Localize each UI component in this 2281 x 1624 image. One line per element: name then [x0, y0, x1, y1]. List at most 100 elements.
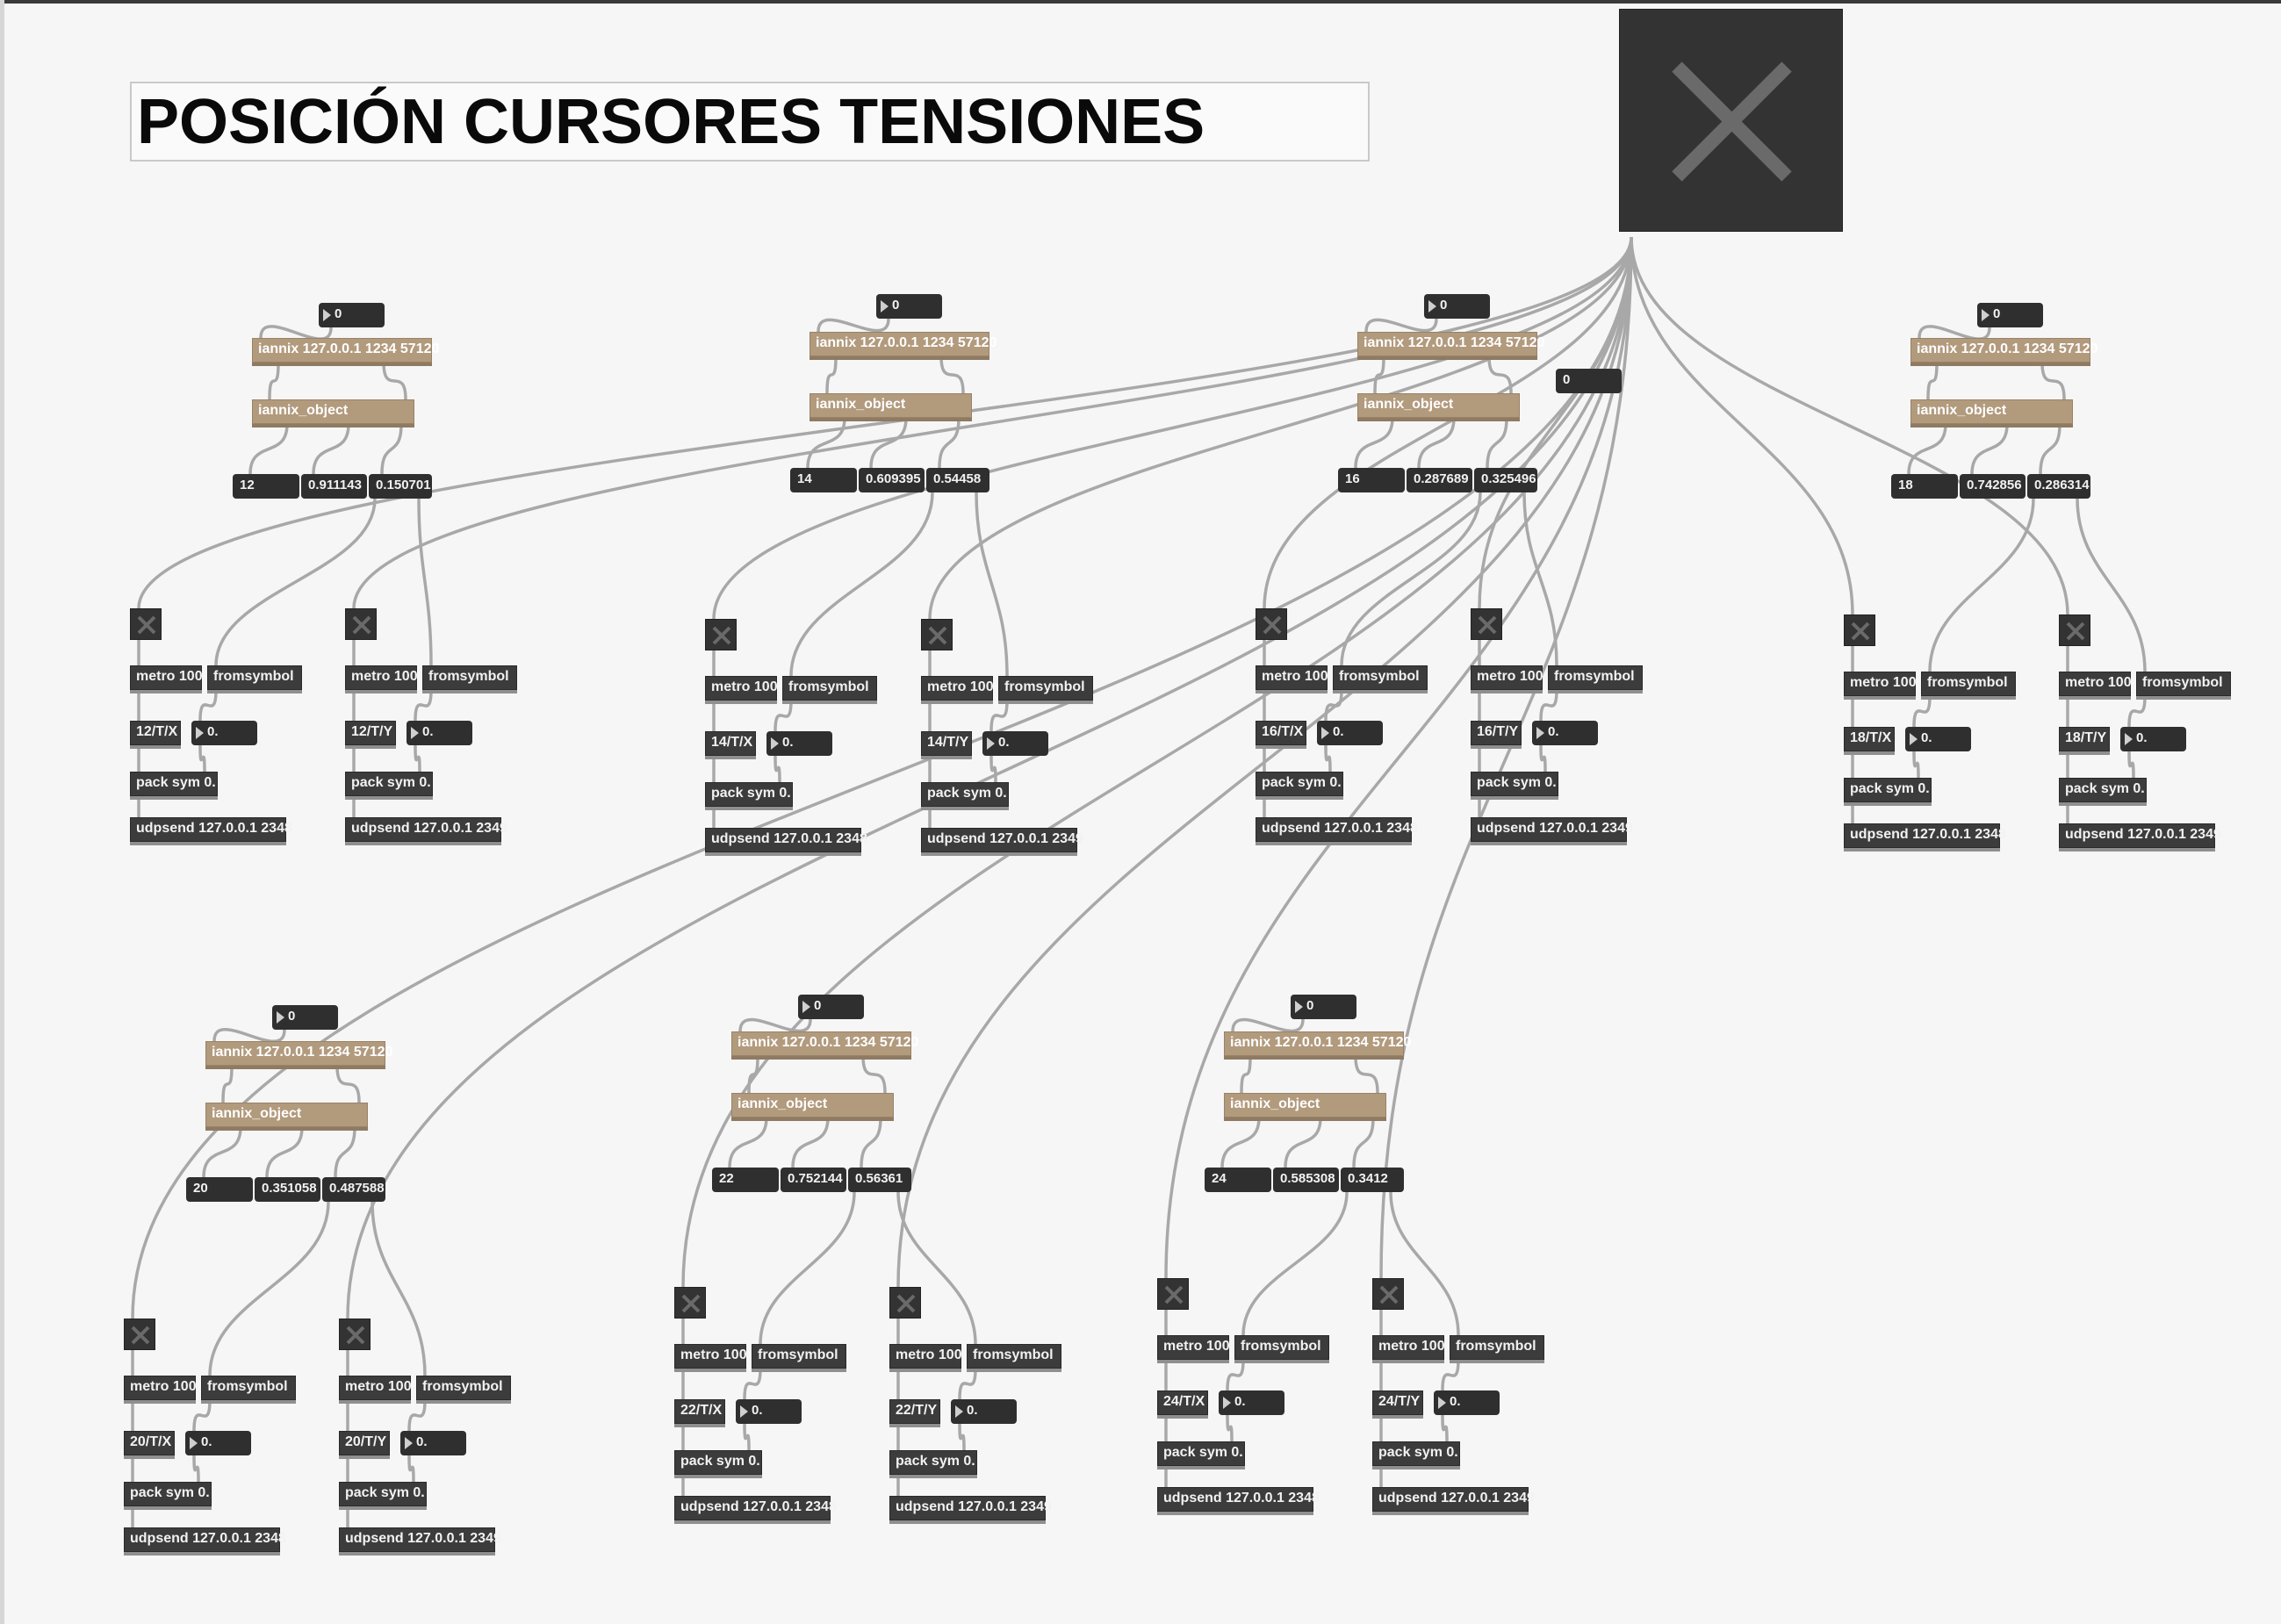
- metro-object[interactable]: metro 100: [1256, 665, 1328, 690]
- route-object-x[interactable]: 22/T/X: [674, 1399, 725, 1424]
- cursor-x-value[interactable]: 0.585308: [1273, 1168, 1339, 1192]
- udpsend-object-y[interactable]: udpsend 127.0.0.1 2349: [2059, 823, 2221, 848]
- iannix-object[interactable]: iannix_object: [205, 1103, 368, 1127]
- iannix-input-number[interactable]: 0: [798, 995, 864, 1019]
- udpsend-object-x[interactable]: udpsend 127.0.0.1 2348: [1256, 817, 1418, 842]
- metro-toggle-x[interactable]: [1256, 608, 1287, 640]
- route-object-y[interactable]: 24/T/Y: [1372, 1390, 1423, 1415]
- metro-toggle-x[interactable]: [674, 1287, 706, 1319]
- cursor-y-value[interactable]: 0.487588: [322, 1177, 385, 1202]
- route-object-y[interactable]: 20/T/Y: [339, 1431, 390, 1455]
- float-number-x[interactable]: 0.: [1219, 1390, 1284, 1415]
- metro-toggle-y[interactable]: [1471, 608, 1502, 640]
- metro-object[interactable]: metro 100: [1844, 672, 1917, 696]
- cursor-y-value[interactable]: 0.3412: [1341, 1168, 1404, 1192]
- cursor-y-value[interactable]: 0.56361: [848, 1168, 911, 1192]
- float-number-x[interactable]: 0.: [1905, 727, 1971, 751]
- pack-object[interactable]: pack sym 0.: [1372, 1441, 1460, 1466]
- route-object-x[interactable]: 18/T/X: [1844, 727, 1895, 751]
- cursor-x-value[interactable]: 0.911143: [301, 474, 367, 499]
- route-object-x[interactable]: 14/T/X: [705, 731, 756, 756]
- route-object-x[interactable]: 20/T/X: [124, 1431, 175, 1455]
- iannix-receiver-object[interactable]: iannix 127.0.0.1 1234 57120: [1224, 1031, 1411, 1056]
- route-object-x[interactable]: 12/T/X: [130, 721, 181, 745]
- pack-object[interactable]: pack sym 0.: [130, 772, 218, 796]
- metro-object[interactable]: metro 100: [889, 1344, 962, 1369]
- metro-object[interactable]: metro 100: [1372, 1335, 1445, 1360]
- cursor-x-value[interactable]: 0.287689: [1407, 468, 1472, 492]
- cursor-id-number[interactable]: 24: [1205, 1168, 1271, 1192]
- udpsend-object-x[interactable]: udpsend 127.0.0.1 2348: [674, 1496, 837, 1520]
- udpsend-object-x[interactable]: udpsend 127.0.0.1 2348: [124, 1527, 286, 1552]
- iannix-input-number[interactable]: 0: [876, 294, 942, 319]
- udpsend-object-y[interactable]: udpsend 127.0.0.1 2349: [889, 1496, 1052, 1520]
- metro-object[interactable]: metro 100: [345, 665, 418, 690]
- iannix-input-number[interactable]: 0: [319, 303, 385, 327]
- metro-toggle-y[interactable]: [345, 608, 377, 640]
- pack-object[interactable]: pack sym 0.: [339, 1482, 427, 1506]
- iannix-receiver-object[interactable]: iannix 127.0.0.1 1234 57120: [810, 332, 997, 356]
- metro-toggle-x[interactable]: [1844, 614, 1875, 646]
- iannix-input-number[interactable]: 0: [272, 1005, 338, 1030]
- fromsymbol-object[interactable]: fromsymbol: [1548, 665, 1643, 690]
- route-object-x[interactable]: 16/T/X: [1256, 721, 1306, 745]
- cursor-id-number[interactable]: 14: [790, 468, 857, 492]
- cursor-x-value[interactable]: 0.609395: [859, 468, 925, 492]
- float-number-y[interactable]: 0.: [2120, 727, 2186, 751]
- fromsymbol-object[interactable]: fromsymbol: [998, 676, 1093, 701]
- fromsymbol-object[interactable]: fromsymbol: [2136, 672, 2231, 696]
- metro-object[interactable]: metro 100: [1157, 1335, 1230, 1360]
- metro-object[interactable]: metro 100: [339, 1376, 412, 1400]
- iannix-object[interactable]: iannix_object: [1224, 1093, 1386, 1117]
- pack-object[interactable]: pack sym 0.: [2059, 778, 2147, 802]
- iannix-receiver-object[interactable]: iannix 127.0.0.1 1234 57120: [1910, 338, 2098, 363]
- fromsymbol-object[interactable]: fromsymbol: [1450, 1335, 1544, 1360]
- udpsend-object-y[interactable]: udpsend 127.0.0.1 2349: [1471, 817, 1633, 842]
- pack-object[interactable]: pack sym 0.: [1157, 1441, 1245, 1466]
- fromsymbol-object[interactable]: fromsymbol: [207, 665, 302, 690]
- metro-toggle-x[interactable]: [130, 608, 162, 640]
- route-object-y[interactable]: 18/T/Y: [2059, 727, 2110, 751]
- cursor-id-number[interactable]: 18: [1891, 474, 1958, 499]
- pack-object[interactable]: pack sym 0.: [705, 782, 793, 807]
- metro-toggle-x[interactable]: [1157, 1278, 1189, 1310]
- iannix-receiver-object[interactable]: iannix 127.0.0.1 1234 57120: [205, 1041, 392, 1066]
- iannix-object[interactable]: iannix_object: [731, 1093, 894, 1117]
- fromsymbol-object[interactable]: fromsymbol: [752, 1344, 846, 1369]
- iannix-object[interactable]: iannix_object: [1910, 399, 2073, 424]
- udpsend-object-x[interactable]: udpsend 127.0.0.1 2348: [130, 817, 292, 842]
- metro-toggle-x[interactable]: [124, 1319, 155, 1350]
- udpsend-object-y[interactable]: udpsend 127.0.0.1 2349: [345, 817, 507, 842]
- iannix-object[interactable]: iannix_object: [252, 399, 414, 424]
- metro-object[interactable]: metro 100: [705, 676, 778, 701]
- float-number-y[interactable]: 0.: [1532, 721, 1598, 745]
- iannix-input-number[interactable]: 0: [1977, 303, 2043, 327]
- cursor-y-value[interactable]: 0.150701: [369, 474, 432, 499]
- iannix-receiver-object[interactable]: iannix 127.0.0.1 1234 57120: [731, 1031, 918, 1056]
- iannix-receiver-object[interactable]: iannix 127.0.0.1 1234 57120: [252, 338, 439, 363]
- iannix-object[interactable]: iannix_object: [810, 393, 972, 418]
- metro-toggle-y[interactable]: [339, 1319, 371, 1350]
- fromsymbol-object[interactable]: fromsymbol: [1234, 1335, 1329, 1360]
- iannix-receiver-object[interactable]: iannix 127.0.0.1 1234 57120: [1357, 332, 1544, 356]
- cursor-id-number[interactable]: 16: [1338, 468, 1405, 492]
- fromsymbol-object[interactable]: fromsymbol: [1921, 672, 2016, 696]
- metro-toggle-y[interactable]: [889, 1287, 921, 1319]
- iannix-input-number[interactable]: 0: [1291, 995, 1356, 1019]
- metro-toggle-y[interactable]: [921, 619, 953, 650]
- cursor-y-value[interactable]: 0.286314: [2027, 474, 2090, 499]
- pack-object[interactable]: pack sym 0.: [889, 1450, 977, 1475]
- fromsymbol-object[interactable]: fromsymbol: [782, 676, 877, 701]
- iannix-input-number[interactable]: 0: [1424, 294, 1490, 319]
- cursor-y-value[interactable]: 0.54458: [926, 468, 989, 492]
- metro-object[interactable]: metro 100: [130, 665, 203, 690]
- route-object-x[interactable]: 24/T/X: [1157, 1390, 1208, 1415]
- extra-number-box[interactable]: 0: [1556, 369, 1622, 393]
- fromsymbol-object[interactable]: fromsymbol: [422, 665, 517, 690]
- cursor-y-value[interactable]: 0.325496: [1474, 468, 1537, 492]
- float-number-y[interactable]: 0.: [982, 731, 1048, 756]
- fromsymbol-object[interactable]: fromsymbol: [1333, 665, 1428, 690]
- udpsend-object-x[interactable]: udpsend 127.0.0.1 2348: [1157, 1487, 1320, 1512]
- route-object-y[interactable]: 22/T/Y: [889, 1399, 940, 1424]
